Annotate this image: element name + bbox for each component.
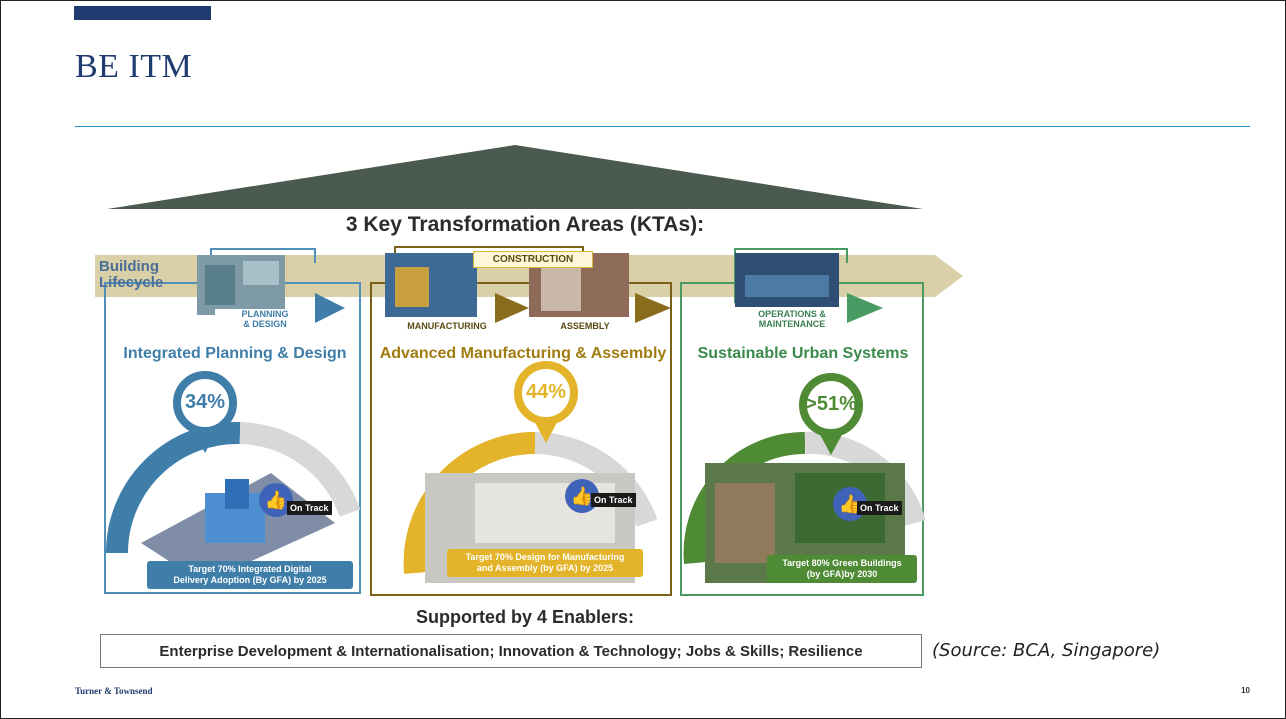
lifecycle-label: Building Lifecycle xyxy=(99,258,164,291)
kta-heading: 3 Key Transformation Areas (KTAs): xyxy=(345,213,705,236)
manufacturing-percent: 44% xyxy=(525,381,567,403)
assembly-phase-tag: ASSEMBLY xyxy=(535,321,635,331)
column-frame-manufacturing xyxy=(370,282,672,596)
planning-percent: 34% xyxy=(184,391,226,413)
operations-phase-tag: OPERATIONS & MAINTENANCE xyxy=(737,309,847,329)
manufacturing-phase-tag: MANUFACTURING xyxy=(399,321,495,331)
manufacturing-column-title: Advanced Manufacturing & Assembly xyxy=(379,345,667,362)
manufacturing-status-badge: On Track xyxy=(591,493,636,507)
roof-shape xyxy=(107,145,923,209)
assembly-arrowhead xyxy=(635,293,671,323)
planning-phase-tag: PLANNING & DESIGN xyxy=(215,309,315,329)
planning-column-title: Integrated Planning & Design xyxy=(123,345,347,362)
enablers-heading: Supported by 4 Enablers: xyxy=(415,607,635,627)
manufacturing-target: Target 70% Design for Manufacturing and … xyxy=(447,549,643,577)
infographic-graphics xyxy=(95,145,963,596)
operations-percent: >51% xyxy=(805,393,857,415)
operations-arrowhead xyxy=(847,293,883,323)
enablers-text: Enterprise Development & Internationalis… xyxy=(159,642,863,660)
planning-status-badge: On Track xyxy=(287,501,332,515)
operations-column-title: Sustainable Urban Systems xyxy=(697,345,909,362)
footer-company: Turner & Townsend xyxy=(75,686,153,696)
enablers-box: Enterprise Development & Internationalis… xyxy=(100,634,922,668)
thumbs-up-icon: 👍 xyxy=(833,487,867,521)
slide-title: BE ITM xyxy=(75,48,193,85)
operations-status-badge: On Track xyxy=(857,501,902,515)
construction-label: CONSTRUCTION xyxy=(473,251,593,268)
title-divider xyxy=(75,126,1250,127)
thumbs-up-icon: 👍 xyxy=(565,479,599,513)
planning-target: Target 70% Integrated Digital Delivery A… xyxy=(147,561,353,589)
title-accent-bar xyxy=(74,6,211,20)
manufacturing-arrowhead xyxy=(495,293,529,323)
page-number: 10 xyxy=(1241,686,1250,695)
source-note: (Source: BCA, Singapore) xyxy=(932,640,1161,661)
planning-arrowhead xyxy=(315,293,345,323)
operations-target: Target 80% Green Buildings (by GFA)by 20… xyxy=(767,555,917,583)
kta-infographic: 3 Key Transformation Areas (KTAs): Build… xyxy=(95,143,970,673)
